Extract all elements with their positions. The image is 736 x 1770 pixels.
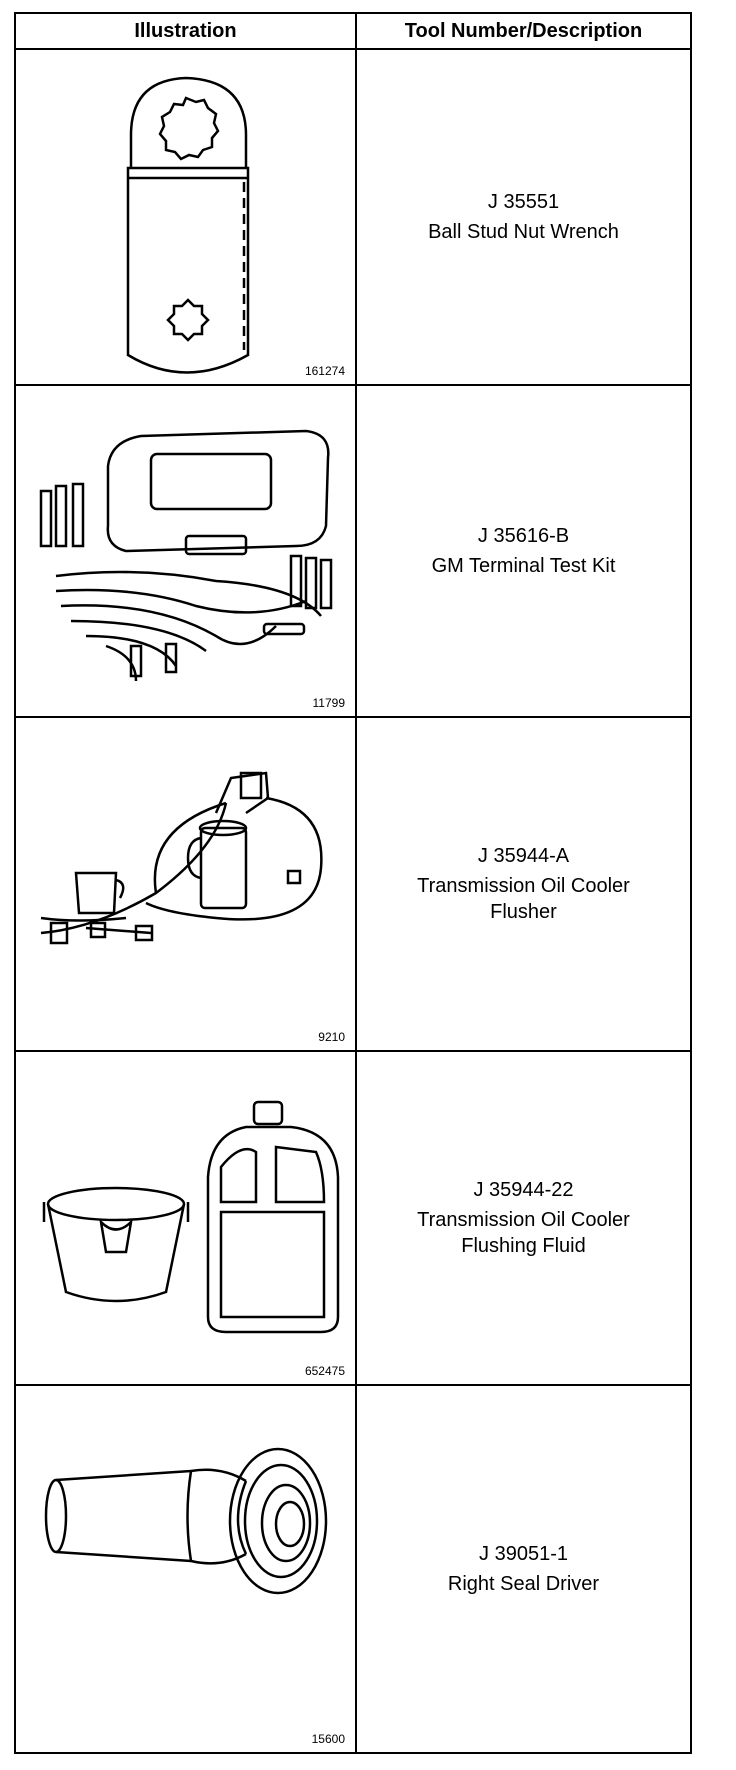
ball-stud-nut-wrench-icon: [126, 76, 250, 374]
table-row: 9210 J 35944-A Transmission Oil Cooler F…: [16, 718, 690, 1052]
header-tool-description: Tool Number/Description: [404, 19, 643, 42]
figure-number: 9210: [318, 1030, 345, 1044]
tool-description: Transmission Oil Cooler: [417, 875, 630, 897]
tool-number: J 35944-22: [473, 1179, 574, 1201]
tool-number: J 39051-1: [479, 1543, 568, 1565]
figure-number: 11799: [312, 696, 345, 710]
table-row: 15600 J 39051-1 Right Seal Driver: [16, 1386, 690, 1752]
tool-description: Ball Stud Nut Wrench: [428, 221, 619, 243]
tool-number: J 35616-B: [477, 525, 570, 547]
header-illustration: Illustration: [134, 19, 237, 42]
tool-description-cell: J 35944-A Transmission Oil Cooler Flushe…: [357, 718, 690, 1050]
tool-number: J 35944-A: [477, 845, 570, 867]
table-row: 161274 J 35551 Ball Stud Nut Wrench: [16, 50, 690, 386]
terminal-test-kit-icon: [39, 429, 333, 682]
tool-description-cell: J 35616-B GM Terminal Test Kit: [357, 386, 690, 716]
illustration-cell: 161274: [16, 50, 355, 384]
tool-description-cell: J 35944-22 Transmission Oil Cooler Flush…: [357, 1052, 690, 1384]
oil-cooler-flusher-icon: [40, 771, 323, 945]
tool-description-cell: J 39051-1 Right Seal Driver: [357, 1386, 690, 1752]
tool-table: Illustration Tool Number/Description 161…: [14, 12, 692, 1754]
table-row: 11799 J 35616-B GM Terminal Test Kit: [16, 386, 690, 718]
figure-number: 652475: [304, 1364, 345, 1378]
figure-number: 15600: [311, 1732, 345, 1746]
figure-number: 161274: [304, 364, 345, 378]
table-header: Illustration Tool Number/Description: [16, 14, 690, 50]
tool-description: Right Seal Driver: [447, 1573, 600, 1595]
tool-description-line2: Flusher: [490, 901, 557, 923]
illustration-cell: 652475: [16, 1052, 355, 1384]
tool-description-cell: J 35551 Ball Stud Nut Wrench: [357, 50, 690, 384]
illustration-cell: 11799: [16, 386, 355, 716]
tool-description: GM Terminal Test Kit: [431, 555, 616, 577]
table-row: 652475 J 35944-22 Transmission Oil Coole…: [16, 1052, 690, 1386]
tool-description-line2: Flushing Fluid: [461, 1235, 586, 1257]
tool-number: J 35551: [487, 191, 560, 213]
illustration-cell: 15600: [16, 1386, 355, 1752]
flushing-fluid-icon: [42, 1100, 340, 1334]
illustration-cell: 9210: [16, 718, 355, 1050]
tool-description: Transmission Oil Cooler: [417, 1209, 630, 1231]
seal-driver-icon: [44, 1447, 328, 1595]
